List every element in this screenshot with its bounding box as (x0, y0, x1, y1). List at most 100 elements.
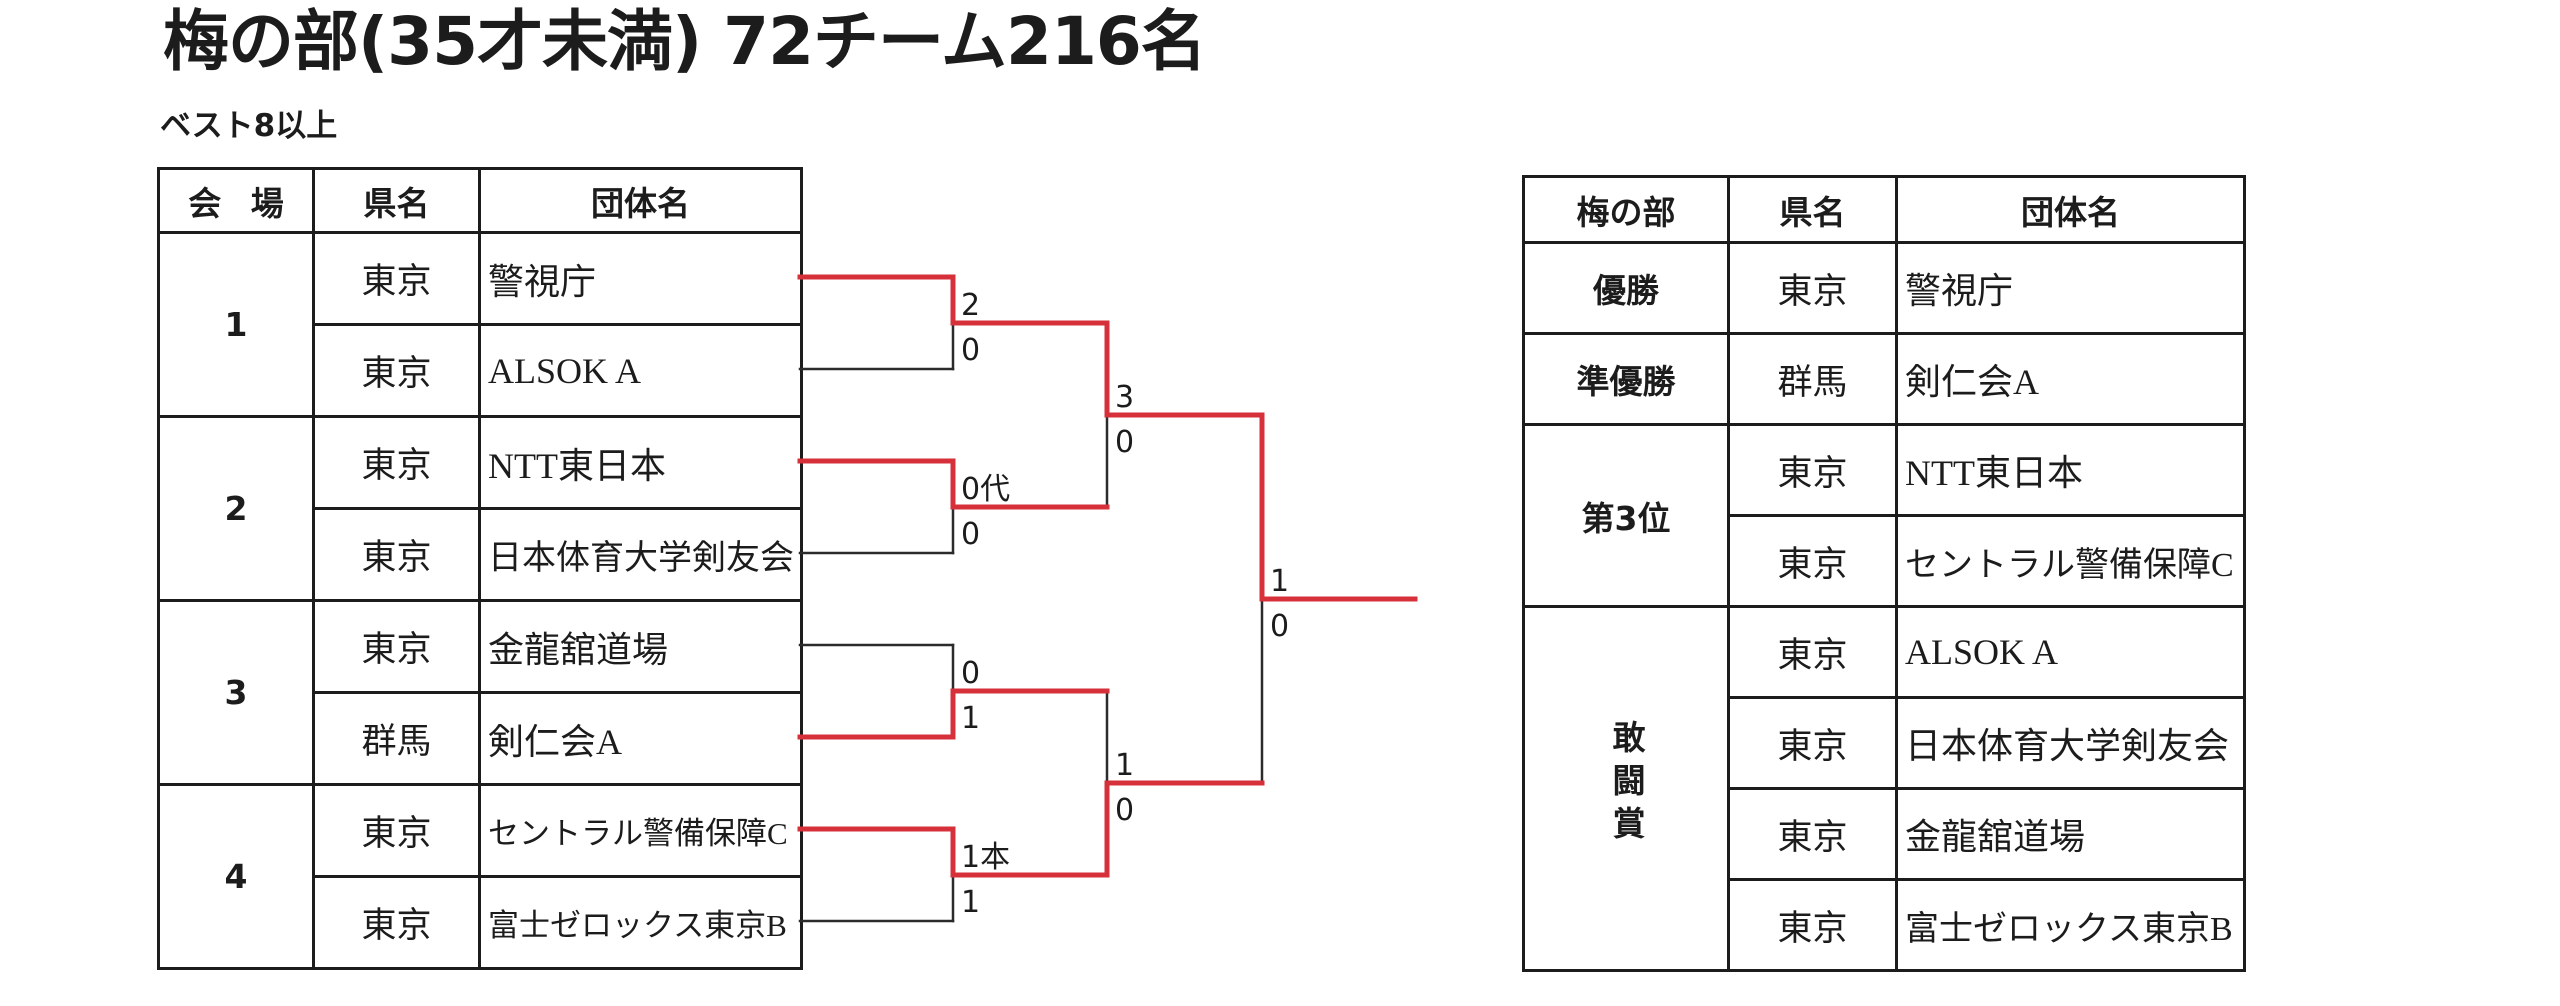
result-row: 東京 富士ゼロックス東京B (1524, 878, 2246, 972)
team-cell: 富士ゼロックス東京B (478, 875, 803, 970)
table-row: 東京 富士ゼロックス東京B (159, 875, 803, 970)
prefecture-cell: 東京 (1727, 878, 1898, 972)
prefecture-cell: 東京 (312, 599, 481, 694)
prefecture-cell: 東京 (1727, 696, 1898, 790)
score-r3-m1-bottom: 0 (1270, 609, 1289, 644)
team-cell: セントラル警備保障C (478, 783, 803, 878)
prefecture-cell: 東京 (1727, 514, 1898, 608)
team-name: ALSOK A (1905, 632, 2059, 672)
team-name: セントラル警備保障C (488, 816, 788, 851)
award-label: 準優勝 (1522, 332, 1730, 426)
award-cell: 敢闘賞 (1522, 605, 1730, 972)
prefecture-cell: 群馬 (312, 691, 481, 786)
result-row: 第3位 東京 NTT東日本 (1522, 423, 2246, 608)
score-r3-m1-top: 1 (1270, 564, 1289, 599)
bracket-table: 会 場 県名 団体名 1 東京 警視庁 東京 ALSOK A 2 東京 NTT東… (157, 167, 803, 970)
table-row: 3 東京 金龍舘道場 (157, 599, 803, 786)
team-name: 富士ゼロックス東京B (1905, 910, 2233, 948)
header-prefecture: 県名 (1727, 175, 1898, 244)
result-row: 東京 日本体育大学剣友会 (1524, 696, 2246, 790)
score-r1-m1-bottom: 0 (961, 333, 980, 368)
result-row: 敢闘賞 東京 ALSOK A (1522, 605, 2246, 972)
result-row: 優勝 東京 警視庁 (1522, 241, 2246, 335)
prefecture-cell: 東京 (312, 415, 481, 510)
team-name: 日本体育大学剣友会 (488, 540, 794, 577)
team-name: セントラル警備保障C (1905, 546, 2234, 584)
team-cell: 金龍舘道場 (1895, 787, 2246, 881)
prefecture-cell: 東京 (312, 875, 481, 970)
team-name: 金龍舘道場 (488, 629, 669, 670)
venue-number: 3 (157, 599, 315, 786)
team-cell: NTT東日本 (478, 415, 803, 510)
team-name: 警視庁 (488, 261, 597, 302)
score-r1-m3-top: 0 (961, 656, 980, 691)
venue-number: 2 (157, 415, 315, 602)
header-team: 団体名 (478, 167, 803, 234)
team-name: 警視庁 (1905, 271, 2014, 311)
score-r1-m3-bottom: 1 (961, 701, 980, 736)
score-r2-m1-bottom: 0 (1115, 425, 1134, 460)
award-label: 優勝 (1522, 241, 1730, 335)
bracket-table-header: 会 場 県名 団体名 (157, 167, 803, 234)
team-name: 金龍舘道場 (1905, 817, 2086, 857)
team-name: NTT東日本 (488, 445, 666, 486)
prefecture-cell: 東京 (1727, 787, 1898, 881)
venue-number: 4 (157, 783, 315, 970)
team-name: 剣仁会A (1905, 362, 2039, 402)
team-name: ALSOK A (488, 350, 642, 391)
table-row: 東京 日本体育大学剣友会 (159, 507, 803, 602)
table-row: 群馬 剣仁会A (159, 691, 803, 786)
prefecture-cell: 群馬 (1727, 332, 1898, 426)
award-label: 敢闘賞 (1607, 720, 1646, 849)
prefecture-cell: 東京 (312, 783, 481, 878)
prefecture-cell: 東京 (1727, 241, 1898, 335)
team-name: 剣仁会A (488, 721, 622, 762)
team-cell: ALSOK A (478, 323, 803, 418)
table-row: 4 東京 セントラル警備保障C (157, 783, 803, 970)
team-name: NTT東日本 (1905, 453, 2083, 493)
header-team: 団体名 (1895, 175, 2246, 244)
page-title: 梅の部(35才未満) 72チーム216名 (163, 3, 1207, 80)
result-row: 東京 セントラル警備保障C (1524, 514, 2246, 608)
score-r2-m1-top: 3 (1115, 380, 1134, 415)
prefecture-cell: 東京 (1727, 605, 1898, 699)
prefecture-cell: 東京 (312, 231, 481, 326)
header-prefecture: 県名 (312, 167, 481, 234)
score-r1-m2-top: 0代 (961, 472, 1010, 507)
award-label: 第3位 (1522, 423, 1730, 608)
header-division: 梅の部 (1522, 175, 1730, 244)
team-cell: 金龍舘道場 (478, 599, 803, 694)
score-r1-m4-top: 1本 (961, 840, 1010, 875)
result-row: 東京 金龍舘道場 (1524, 787, 2246, 881)
bracket-losing-lines (798, 321, 1264, 923)
page-subtitle: ベスト8以上 (160, 108, 338, 144)
header-venue: 会 場 (157, 167, 315, 234)
team-cell: 剣仁会A (1895, 332, 2246, 426)
results-table: 梅の部 県名 団体名 優勝 東京 警視庁 準優勝 群馬 剣仁会A 第3位 東京 … (1522, 175, 2246, 972)
result-row: 準優勝 群馬 剣仁会A (1522, 332, 2246, 426)
table-row: 2 東京 NTT東日本 (157, 415, 803, 602)
team-name: 富士ゼロックス東京B (488, 908, 787, 943)
team-cell: 警視庁 (1895, 241, 2246, 335)
venue-number: 1 (157, 231, 315, 418)
team-cell: 富士ゼロックス東京B (1895, 878, 2246, 972)
score-r1-m4-bottom: 1 (961, 885, 980, 920)
table-row: 東京 ALSOK A (159, 323, 803, 418)
team-cell: 日本体育大学剣友会 (478, 507, 803, 602)
team-cell: ALSOK A (1895, 605, 2246, 699)
team-name: 日本体育大学剣友会 (1905, 726, 2230, 766)
team-cell: 警視庁 (478, 231, 803, 326)
prefecture-cell: 東京 (312, 323, 481, 418)
table-row: 1 東京 警視庁 (157, 231, 803, 418)
prefecture-cell: 東京 (312, 507, 481, 602)
prefecture-cell: 東京 (1727, 423, 1898, 517)
team-cell: 剣仁会A (478, 691, 803, 786)
score-r2-m2-bottom: 0 (1115, 793, 1134, 828)
bracket-winning-lines (797, 274, 1418, 878)
team-cell: 日本体育大学剣友会 (1895, 696, 2246, 790)
results-table-header: 梅の部 県名 団体名 (1522, 175, 2246, 244)
score-r1-m2-bottom: 0 (961, 517, 980, 552)
team-cell: NTT東日本 (1895, 423, 2246, 517)
score-r1-m1-top: 2 (961, 288, 980, 323)
